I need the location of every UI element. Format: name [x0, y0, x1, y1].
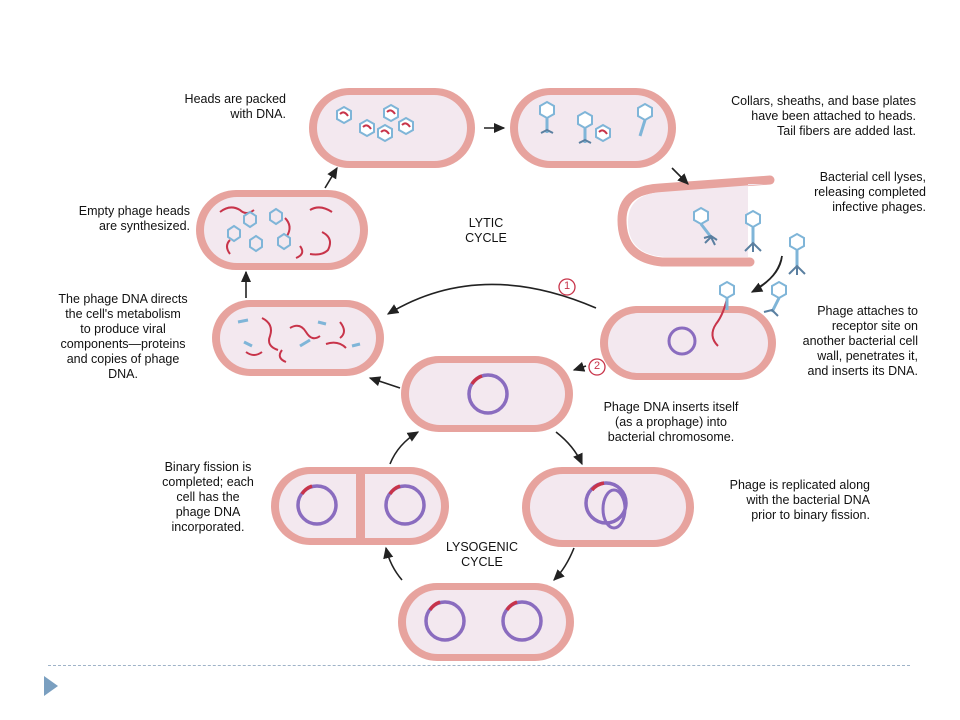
cell-attachment	[600, 306, 776, 380]
empty-heads-and-dna	[219, 206, 333, 259]
label-inserts-itself: Phage DNA inserts itself (as a prophage)…	[603, 400, 739, 444]
lysis-arrow	[753, 255, 783, 291]
label-lysogenic-cycle: LYSOGENIC CYCLE	[445, 540, 518, 569]
released-phages	[693, 206, 806, 275]
label-phage-attaches: Phage attaches to receptor site on anoth…	[802, 304, 918, 378]
replicating-chromosome	[584, 481, 628, 530]
assembled-phages	[539, 100, 653, 144]
cell-tails-attached	[510, 88, 676, 168]
prophage-chromosome	[467, 373, 509, 415]
daughter-chromosomes	[424, 600, 543, 642]
label-binary-fission: Binary fission is completed; each cell h…	[162, 460, 254, 534]
path-badge-2	[588, 358, 606, 376]
path-number-1: 1	[563, 280, 571, 292]
viral-components	[237, 317, 361, 363]
slide-bullet-icon	[44, 676, 58, 696]
fission-chromosomes	[296, 484, 426, 526]
cell-empty-heads	[196, 190, 368, 270]
label-replicated: Phage is replicated along with the bacte…	[729, 478, 870, 522]
label-dna-directs: The phage DNA directs the cell's metabol…	[58, 292, 188, 381]
label-lytic-cycle: LYTIC CYCLE	[465, 216, 507, 245]
path-number-2: 2	[593, 360, 601, 372]
cell-prophage	[401, 356, 573, 432]
label-heads-packed: Heads are packed with DNA.	[184, 92, 286, 121]
label-empty-heads: Empty phage heads are synthesized.	[78, 204, 190, 233]
label-collars-attached: Collars, sheaths, and base plates have b…	[731, 94, 916, 138]
phage-heads-with-dna	[336, 103, 414, 143]
phage-attaching	[667, 280, 787, 356]
cell-replicating	[522, 467, 694, 547]
label-cell-lyses: Bacterial cell lyses, releasing complete…	[814, 170, 926, 214]
footer-divider	[48, 665, 910, 666]
path-badge-1	[558, 278, 576, 296]
cell-dna-directs	[212, 300, 384, 376]
